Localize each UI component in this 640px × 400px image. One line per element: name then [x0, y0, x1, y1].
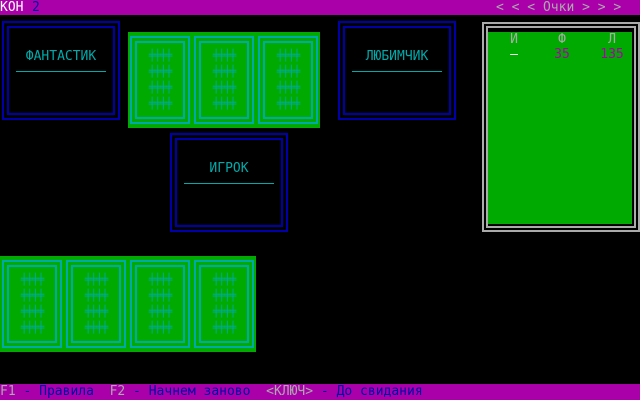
opponent-lyubimchik: ЛЮБИМЧИК [338, 21, 456, 120]
card-pattern: ╪╪╪╪╪╪╪╪╪╪╪╪╪╪╪╪ [276, 49, 301, 110]
card-back[interactable]: ╪╪╪╪╪╪╪╪╪╪╪╪╪╪╪╪ [0, 256, 64, 352]
col-header: Ф [558, 32, 566, 47]
opponent-fantastik: ФАНТАСТИК [2, 21, 120, 120]
status-bar: F1 - Правила F2 - Начнем заново <КЛЮЧ> -… [0, 384, 640, 400]
card-pattern: ╪╪╪╪╪╪╪╪╪╪╪╪╪╪╪╪ [212, 49, 237, 110]
player-name: ФАНТАСТИК [25, 49, 97, 64]
player-igrok: ИГРОК [170, 133, 288, 232]
key-esc[interactable]: <КЛЮЧ> [266, 384, 314, 399]
card-back[interactable]: ╪╪╪╪╪╪╪╪╪╪╪╪╪╪╪╪ [128, 256, 192, 352]
score-title: < < < Очки > > > [496, 0, 622, 15]
card-back[interactable]: ╪╪╪╪╪╪╪╪╪╪╪╪╪╪╪╪ [64, 256, 128, 352]
score-value: — [510, 47, 518, 62]
card-back[interactable]: ╪╪╪╪╪╪╪╪╪╪╪╪╪╪╪╪ [192, 32, 256, 128]
key-f2[interactable]: F2 [109, 384, 126, 399]
player-name: ИГРОК [209, 161, 249, 176]
hand-cards: ╪╪╪╪╪╪╪╪╪╪╪╪╪╪╪╪ ╪╪╪╪╪╪╪╪╪╪╪╪╪╪╪╪ ╪╪╪╪╪╪╪╪… [0, 256, 256, 352]
round-label: КОН [0, 0, 24, 15]
score-value: 35 [554, 47, 570, 62]
score-value: 135 [600, 47, 624, 62]
action-rules: - Правила [15, 384, 110, 399]
round-number: 2 [32, 0, 40, 15]
card-back[interactable]: ╪╪╪╪╪╪╪╪╪╪╪╪╪╪╪╪ [192, 256, 256, 352]
card-pattern: ╪╪╪╪╪╪╪╪╪╪╪╪╪╪╪╪ [212, 273, 237, 334]
col-header: Л [608, 32, 616, 47]
col-header: И [510, 32, 518, 47]
action-quit: - До свидания [313, 384, 423, 399]
action-restart: - Начнем заново [125, 384, 267, 399]
card-back[interactable]: ╪╪╪╪╪╪╪╪╪╪╪╪╪╪╪╪ [256, 32, 320, 128]
card-pattern: ╪╪╪╪╪╪╪╪╪╪╪╪╪╪╪╪ [148, 273, 173, 334]
card-pattern: ╪╪╪╪╪╪╪╪╪╪╪╪╪╪╪╪ [84, 273, 109, 334]
top-bar: КОН 2 < < < Очки > > > [0, 0, 640, 15]
scoreboard: И Ф Л — 35 135 [482, 22, 640, 232]
player-name: ЛЮБИМЧИК [365, 49, 429, 64]
key-f1[interactable]: F1 [0, 384, 16, 399]
card-pattern: ╪╪╪╪╪╪╪╪╪╪╪╪╪╪╪╪ [148, 49, 173, 110]
card-pattern: ╪╪╪╪╪╪╪╪╪╪╪╪╪╪╪╪ [20, 273, 45, 334]
card-back[interactable]: ╪╪╪╪╪╪╪╪╪╪╪╪╪╪╪╪ [128, 32, 192, 128]
table-cards: ╪╪╪╪╪╪╪╪╪╪╪╪╪╪╪╪ ╪╪╪╪╪╪╪╪╪╪╪╪╪╪╪╪ ╪╪╪╪╪╪╪╪… [128, 32, 320, 128]
